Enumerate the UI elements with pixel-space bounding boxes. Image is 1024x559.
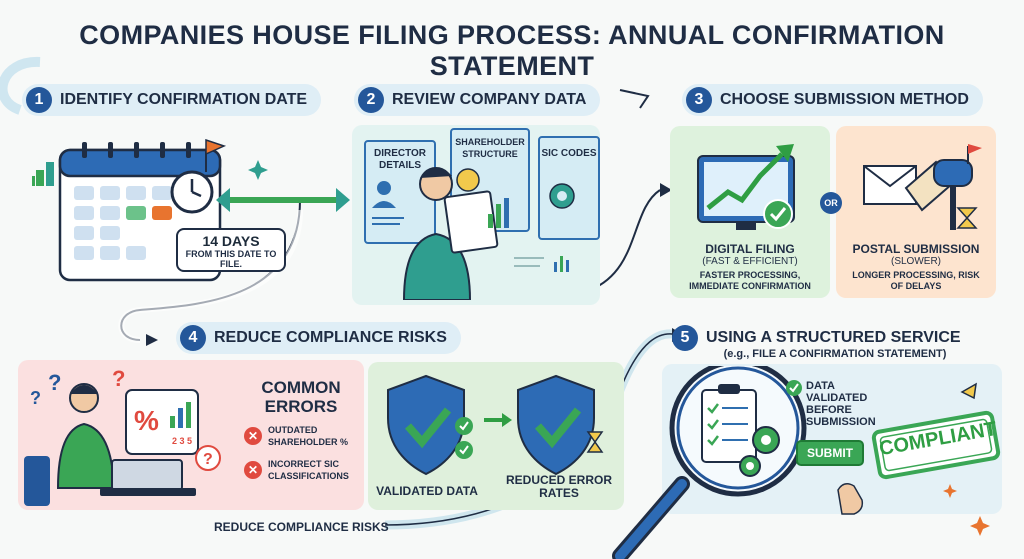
step-3-header: 3 CHOOSE SUBMISSION METHOD [682, 84, 983, 116]
deadline-desc: FROM THIS DATE TO FILE. [185, 249, 277, 269]
footer-label: REDUCE COMPLIANCE RISKS [214, 520, 389, 534]
errors-title: COMMON ERRORS [261, 378, 341, 416]
step-3-title: CHOOSE SUBMISSION METHOD [720, 91, 969, 108]
card-shareholder-label: SHAREHOLDER STRUCTURE [455, 137, 525, 159]
errors-illustration: ? ? ? % 2 3 5 ? [24, 366, 221, 506]
digital-filing-illustration [697, 144, 795, 230]
card-director-label: DIRECTOR DETAILS [373, 148, 427, 171]
step-5-sub: (e.g., FILE A CONFIRMATION STATEMENT) [723, 348, 947, 360]
card-sic-label: SIC CODES [541, 148, 597, 159]
validated-data-label: VALIDATED DATA [376, 484, 478, 498]
step-4-number: 4 [180, 325, 206, 351]
service-validated-label: DATA VALIDATED BEFORE SUBMISSION [806, 380, 876, 428]
svg-text:?: ? [30, 388, 41, 408]
step-2-number: 2 [358, 87, 384, 113]
calendar-illustration [32, 138, 350, 282]
step-5-title: USING A STRUCTURED SERVICE [706, 329, 961, 346]
or-badge: OR [820, 192, 842, 214]
error-x-icon: ✕ [244, 461, 262, 479]
step-1-header: 1 IDENTIFY CONFIRMATION DATE [22, 84, 322, 116]
error-x-icon: ✕ [244, 427, 262, 445]
svg-text:?: ? [203, 451, 213, 468]
reviewer-illustration [372, 167, 575, 300]
svg-text:?: ? [112, 366, 125, 391]
step-4-title: REDUCE COMPLIANCE RISKS [214, 329, 447, 346]
deadline-days: 14 DAYS [202, 233, 260, 249]
deadline-note: 14 DAYS FROM THIS DATE TO FILE. [176, 228, 286, 272]
reduced-error-label: REDUCED ERROR RATES [505, 473, 612, 500]
error-item-sic: ✕ INCORRECT SIC CLASSIFICATIONS [244, 458, 360, 482]
digital-desc: FASTER PROCESSING, IMMEDIATE CONFIRMATIO… [689, 270, 811, 291]
digital-sub: (FAST & EFFICIENT) [702, 256, 798, 267]
digital-title: DIGITAL FILING [705, 242, 795, 256]
step-2-title: REVIEW COMPANY DATA [392, 91, 587, 108]
step-2-header: 2 REVIEW COMPANY DATA [354, 84, 601, 116]
page-title: COMPANIES HOUSE FILING PROCESS: ANNUAL C… [79, 20, 945, 81]
error-item-shareholder: ✕ OUTDATED SHAREHOLDER % [244, 424, 360, 448]
postal-submission-illustration [863, 144, 982, 230]
step-1-title: IDENTIFY CONFIRMATION DATE [60, 91, 308, 108]
service-illustration [612, 366, 1001, 559]
step-5-header: 5 USING A STRUCTURED SERVICE [668, 322, 975, 354]
step-3-number: 3 [686, 87, 712, 113]
postal-sub: (SLOWER) [891, 256, 941, 267]
step-4-header: 4 REDUCE COMPLIANCE RISKS [176, 322, 461, 354]
step-5-number: 5 [672, 325, 698, 351]
shield-illustration [387, 374, 604, 476]
step-1-number: 1 [26, 87, 52, 113]
svg-text:?: ? [48, 370, 61, 395]
submit-button[interactable]: SUBMIT [796, 440, 864, 466]
svg-text:%: % [134, 405, 159, 436]
postal-desc: LONGER PROCESSING, RISK OF DELAYS [852, 270, 980, 291]
svg-text:2 3 5: 2 3 5 [172, 436, 192, 446]
postal-title: POSTAL SUBMISSION [852, 242, 980, 256]
